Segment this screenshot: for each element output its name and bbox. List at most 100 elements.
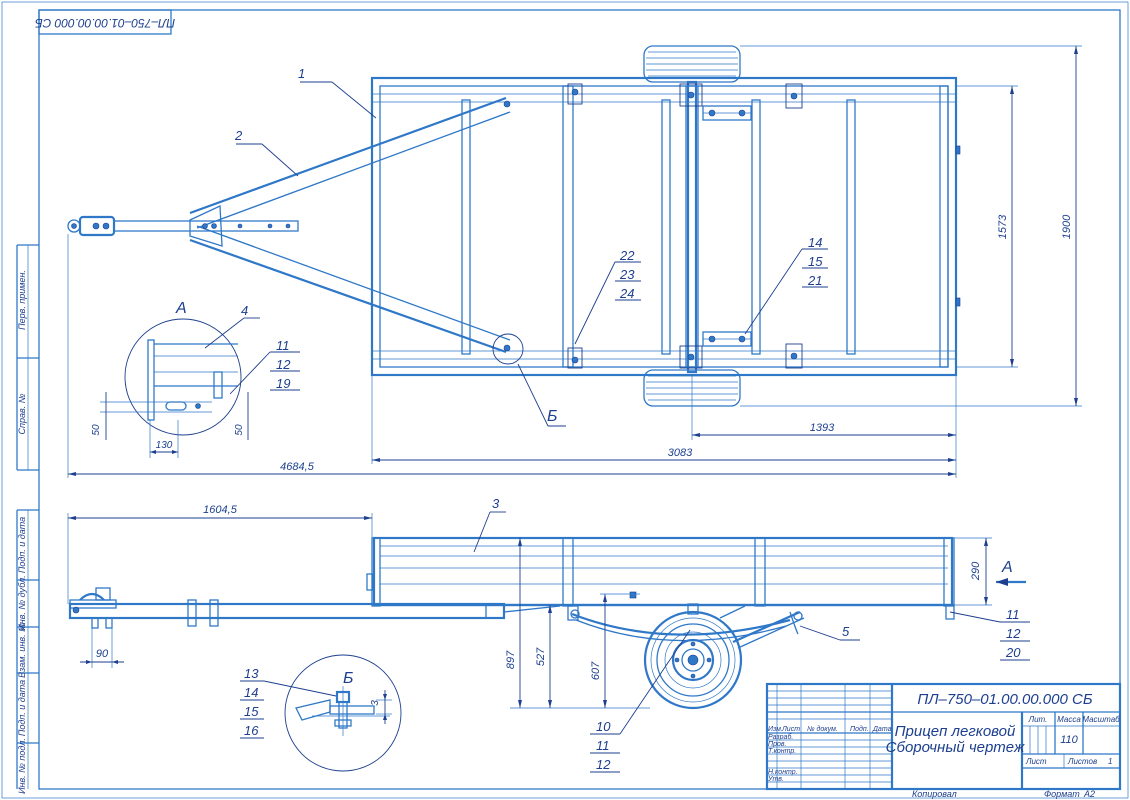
title-block-massa-header: Масса bbox=[1057, 715, 1081, 724]
strip-label-vzam-inv: Взам. инв. № bbox=[17, 622, 27, 678]
title-block-list-label: Лист bbox=[1025, 757, 1047, 766]
side-wheel bbox=[643, 603, 743, 710]
callout-side-right-12: 12 bbox=[1006, 626, 1021, 641]
callout-stack-23: 23 bbox=[619, 267, 635, 282]
title-block-title-2: Сборочный чертеж bbox=[886, 739, 1025, 756]
side-body bbox=[372, 536, 954, 607]
dim-detail-b-gap: 3 bbox=[370, 700, 381, 706]
top-detail-b-marker bbox=[492, 333, 524, 365]
top-drawbar bbox=[189, 96, 511, 354]
callout-side-right-20: 20 bbox=[1005, 645, 1021, 660]
title-block-utv: Утв. bbox=[767, 776, 784, 783]
top-hitch bbox=[67, 215, 299, 237]
title-block-nkontr: Н.контр. bbox=[768, 769, 798, 776]
detail-a-view bbox=[100, 317, 300, 458]
dim-inner-width: 1573 bbox=[997, 214, 1009, 239]
title-block-lit-header: Лит. bbox=[1028, 715, 1048, 724]
mirrored-code-box: ПЛ–750–01.00.00.000 СБ bbox=[35, 9, 175, 35]
callout-stack-21: 21 bbox=[807, 273, 822, 288]
mirrored-code-text: ПЛ–750–01.00.00.000 СБ bbox=[35, 16, 175, 30]
callout-detail-b-15: 15 bbox=[244, 704, 259, 719]
footer-format-value: А2 bbox=[1083, 789, 1095, 799]
top-shock-lower bbox=[702, 331, 752, 347]
callout-detail-a-19: 19 bbox=[276, 376, 290, 391]
dim-detail-a-slot: 130 bbox=[156, 440, 173, 451]
callout-detail-a-11: 11 bbox=[276, 338, 290, 353]
dim-body-length: 3083 bbox=[668, 447, 693, 459]
title-block-row-izm: Изм. bbox=[768, 726, 783, 733]
top-brackets bbox=[567, 83, 803, 369]
left-strip: Перв. примен. Справ. № Подп. и дата Инв.… bbox=[16, 244, 39, 794]
dim-axle-offset: 1393 bbox=[810, 422, 835, 434]
side-hitch bbox=[69, 587, 117, 629]
dim-floor-height: 527 bbox=[535, 647, 547, 666]
title-block-razrab: Разраб. bbox=[768, 733, 793, 741]
side-dimensions bbox=[67, 513, 1026, 709]
drawing-frame bbox=[38, 9, 1121, 790]
strip-label-sprav: Справ. № bbox=[17, 393, 27, 434]
callout-wheel-10: 10 bbox=[596, 719, 611, 734]
dim-hitch-offset: 90 bbox=[96, 648, 109, 660]
label-detail-a: А bbox=[175, 300, 187, 317]
top-dimensions bbox=[67, 45, 1082, 478]
dim-total-height: 897 bbox=[505, 650, 517, 669]
title-block-row-list: Лист bbox=[781, 726, 800, 733]
strip-label-podp-data-2: Подп. и дата bbox=[17, 680, 27, 736]
title-block-row-data: Дата bbox=[872, 726, 892, 733]
view-label-a: А bbox=[1001, 559, 1013, 576]
dim-detail-a-left: 50 bbox=[91, 424, 102, 436]
label-detail-b: Б bbox=[343, 670, 353, 687]
dim-detail-a-right: 50 bbox=[234, 424, 245, 436]
strip-label-inv-podl: Инв. № подл. bbox=[17, 738, 27, 794]
top-shock-upper bbox=[702, 105, 752, 121]
title-block-row-dokum: № докум. bbox=[807, 725, 838, 733]
top-wheel-upper bbox=[643, 45, 741, 83]
title-block-listov-value: 1 bbox=[1108, 757, 1112, 766]
top-cross-members bbox=[461, 85, 949, 368]
footer-format: Формат bbox=[1044, 789, 1080, 799]
dim-overall-length: 4684,5 bbox=[280, 461, 315, 473]
strip-label-inv-dubl: Инв. № дубл. bbox=[17, 575, 27, 630]
dim-overall-width: 1900 bbox=[1061, 214, 1073, 239]
callout-stack-22: 22 bbox=[619, 248, 635, 263]
side-callout-leaders bbox=[473, 511, 1030, 773]
side-leaf-spring bbox=[571, 612, 791, 636]
callout-stack-14: 14 bbox=[808, 235, 822, 250]
top-callout-leaders bbox=[236, 81, 828, 427]
title-block-listov-label: Листов bbox=[1067, 757, 1097, 766]
footer-kopiroval: Копировал bbox=[912, 789, 957, 799]
title-block-title-1: Прицеп легковой bbox=[895, 723, 1016, 740]
top-frame-outer bbox=[370, 76, 958, 377]
callout-side-body-3: 3 bbox=[492, 496, 500, 511]
callout-frame-1: 1 bbox=[298, 66, 305, 81]
dim-drawbar-length: 1604,5 bbox=[203, 504, 238, 516]
callout-stack-24: 24 bbox=[619, 286, 634, 301]
callout-drawbar-2: 2 bbox=[234, 128, 243, 143]
dim-axle-height: 607 bbox=[590, 661, 602, 680]
title-block-masshtab-header: Масштаб bbox=[1082, 715, 1120, 724]
callout-detail-b-14: 14 bbox=[244, 685, 258, 700]
strip-label-podp-data-1: Подп. и дата bbox=[17, 517, 27, 573]
side-view bbox=[68, 536, 955, 710]
title-block-tkontr: Т.контр. bbox=[768, 748, 796, 755]
top-view: 4684,5 3083 1393 1573 1900 1 2 22 23 24 … bbox=[67, 45, 1082, 478]
top-axle bbox=[686, 80, 698, 374]
callout-wheel-12: 12 bbox=[596, 757, 611, 772]
callout-wheel-11: 11 bbox=[596, 738, 610, 753]
callout-stack-15: 15 bbox=[808, 254, 823, 269]
title-block-mass-value: 110 bbox=[1060, 734, 1078, 746]
callout-detail-a-4: 4 bbox=[241, 303, 248, 318]
title-block-code: ПЛ–750–01.00.00.000 СБ bbox=[917, 691, 1092, 708]
label-detail-b-top: Б bbox=[547, 408, 557, 425]
callout-detail-a-12: 12 bbox=[276, 357, 291, 372]
title-block-prov: Пров. bbox=[768, 741, 787, 748]
callout-detail-b-13: 13 bbox=[244, 666, 259, 681]
title-block-row-podp: Подп. bbox=[850, 725, 869, 733]
callout-side-right-11: 11 bbox=[1006, 607, 1020, 622]
dim-side-height: 290 bbox=[970, 561, 982, 581]
title-block bbox=[765, 682, 1122, 791]
callout-detail-b-16: 16 bbox=[244, 723, 259, 738]
callout-side-spring-5: 5 bbox=[842, 624, 850, 639]
